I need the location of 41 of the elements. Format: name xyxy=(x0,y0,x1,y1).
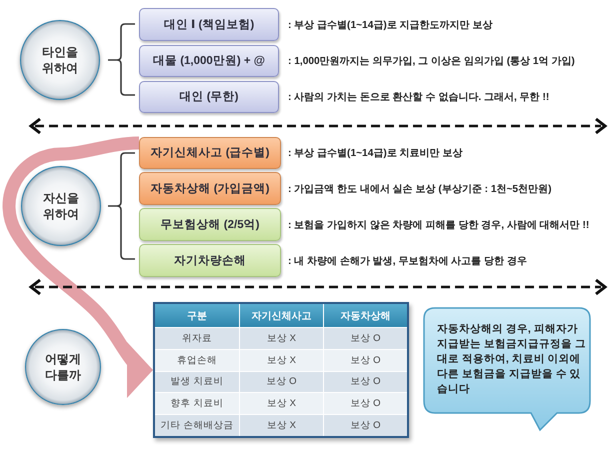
circle-label: 어떻게 다를까 xyxy=(45,351,81,383)
speech-bubble xyxy=(423,307,591,431)
table-cell: 보상 X xyxy=(240,350,323,371)
table-cell: 위자료 xyxy=(155,328,239,349)
description-text: : 부상 급수별(1~14급)로 지급한도까지만 보상 xyxy=(288,18,492,32)
box-label: 자기차량손해 xyxy=(174,254,246,268)
topic-circle xyxy=(21,166,101,246)
description-text: : 내 차량에 손해가 발생, 무보험차에 사고를 당한 경우 xyxy=(288,254,527,268)
description-text: : 부상 급수별(1~14급)로 치료비만 보상 xyxy=(288,147,462,161)
box-label: 자동차상해 (가입금액) xyxy=(150,182,270,196)
header-cell: 자동차상해 xyxy=(324,304,407,327)
header-cell: 자기신체사고 xyxy=(240,304,323,327)
callout-text: 자동차상해의 경우, 피해자가 지급받는 보험금지급규정을 그대로 적용하여, 치료비 이외에 다른 보험금을 지급받을 수 있습니다 xyxy=(437,322,586,397)
table-cell: 향후 치료비 xyxy=(155,393,239,414)
header-cell: 구분 xyxy=(155,304,239,327)
description-text: : 사람의 가치는 돈으로 환산할 수 없습니다. 그래서, 무한 !! xyxy=(288,91,550,105)
table-cell: 보상 O xyxy=(324,372,407,392)
box-label: 자기신체사고 (급수별) xyxy=(150,146,270,160)
circle-label: 자신을 위하여 xyxy=(43,190,79,222)
description-text: : 보험을 가입하지 않은 차량에 피해를 당한 경우, 사람에 대해서만 !! xyxy=(288,218,590,232)
table-cell: 보상 O xyxy=(324,393,407,414)
comparison-table xyxy=(153,302,409,438)
table-cell: 휴업손해 xyxy=(155,350,239,371)
box-label: 대인 Ⅰ (책임보험) xyxy=(164,18,254,32)
box-label: 대물 (1,000만원) + @ xyxy=(153,54,265,68)
description-text: : 1,000만원까지는 의무가입, 그 이상은 임의가입 (통상 1억 가입) xyxy=(288,55,575,69)
table-cell: 보상 X xyxy=(240,328,323,349)
topic-circle xyxy=(20,20,100,100)
description-text: : 가입금액 한도 내에서 실손 보상 (부상기준 : 1천~5천만원) xyxy=(288,182,552,196)
table-cell: 보상 X xyxy=(240,393,323,414)
circle-label: 타인을 위하여 xyxy=(42,44,78,76)
table-cell: 보상 O xyxy=(324,328,407,349)
table-cell: 보상 X xyxy=(240,415,323,436)
table-cell: 보상 O xyxy=(324,415,407,436)
box-label: 대인 (무한) xyxy=(180,90,238,104)
table-cell: 보상 O xyxy=(240,372,323,392)
topic-circle xyxy=(25,329,101,405)
box-label: 무보험상해 (2/5억) xyxy=(160,218,260,232)
table-cell: 발생 치료비 xyxy=(155,372,239,392)
table-cell: 보상 O xyxy=(324,350,407,371)
table-cell: 기타 손해배상금 xyxy=(155,415,239,436)
